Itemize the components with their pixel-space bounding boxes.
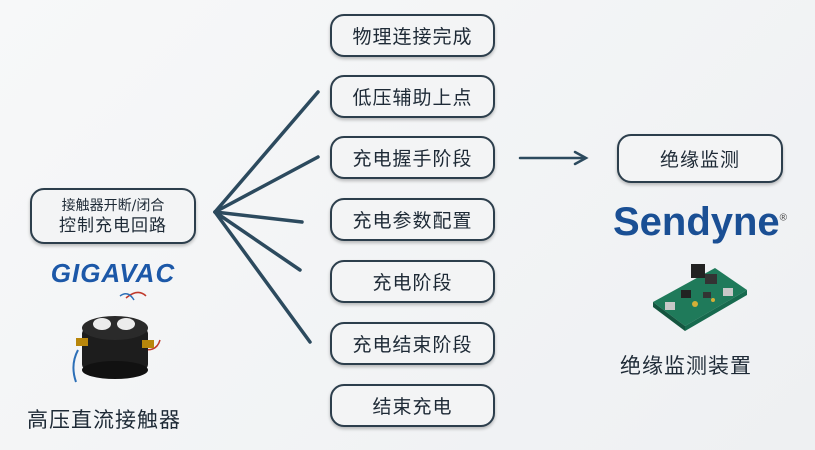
stage-handshake: 充电握手阶段 [330,136,495,179]
fan-line-5 [213,210,312,344]
fan-line-2 [213,155,320,214]
fan-line-3 [213,210,304,224]
sendyne-wordmark: Sendyne [612,200,780,244]
fan-line-4 [213,210,302,272]
gigavac-logo: GIGAVAC [50,258,176,288]
sendyne-logo: Sendyne® [612,200,788,245]
insulation-monitor-box: 绝缘监测 [617,134,783,183]
stage-charging: 充电阶段 [330,260,495,303]
fan-line-1 [213,90,320,214]
contactor-icon [72,291,161,383]
stage-physical-connection: 物理连接完成 [330,14,495,57]
contactor-function-line1: 接触器开断/闭合 [61,198,165,214]
stage-parameter-config: 充电参数配置 [330,198,495,241]
registered-mark: ® [779,212,788,224]
contactor-caption: 高压直流接触器 [27,408,181,432]
monitor-caption: 绝缘监测装置 [620,354,752,378]
contactor-function-box: 接触器开断/闭合 控制充电回路 [30,188,196,244]
stage-end-charging: 结束充电 [330,384,495,427]
stage-charging-end: 充电结束阶段 [330,322,495,365]
insulation-monitor-board-icon [653,264,747,331]
contactor-function-line2: 控制充电回路 [59,216,167,236]
arrow-right-icon [518,150,589,166]
stage-low-voltage-aux-power: 低压辅助上点 [330,75,495,118]
